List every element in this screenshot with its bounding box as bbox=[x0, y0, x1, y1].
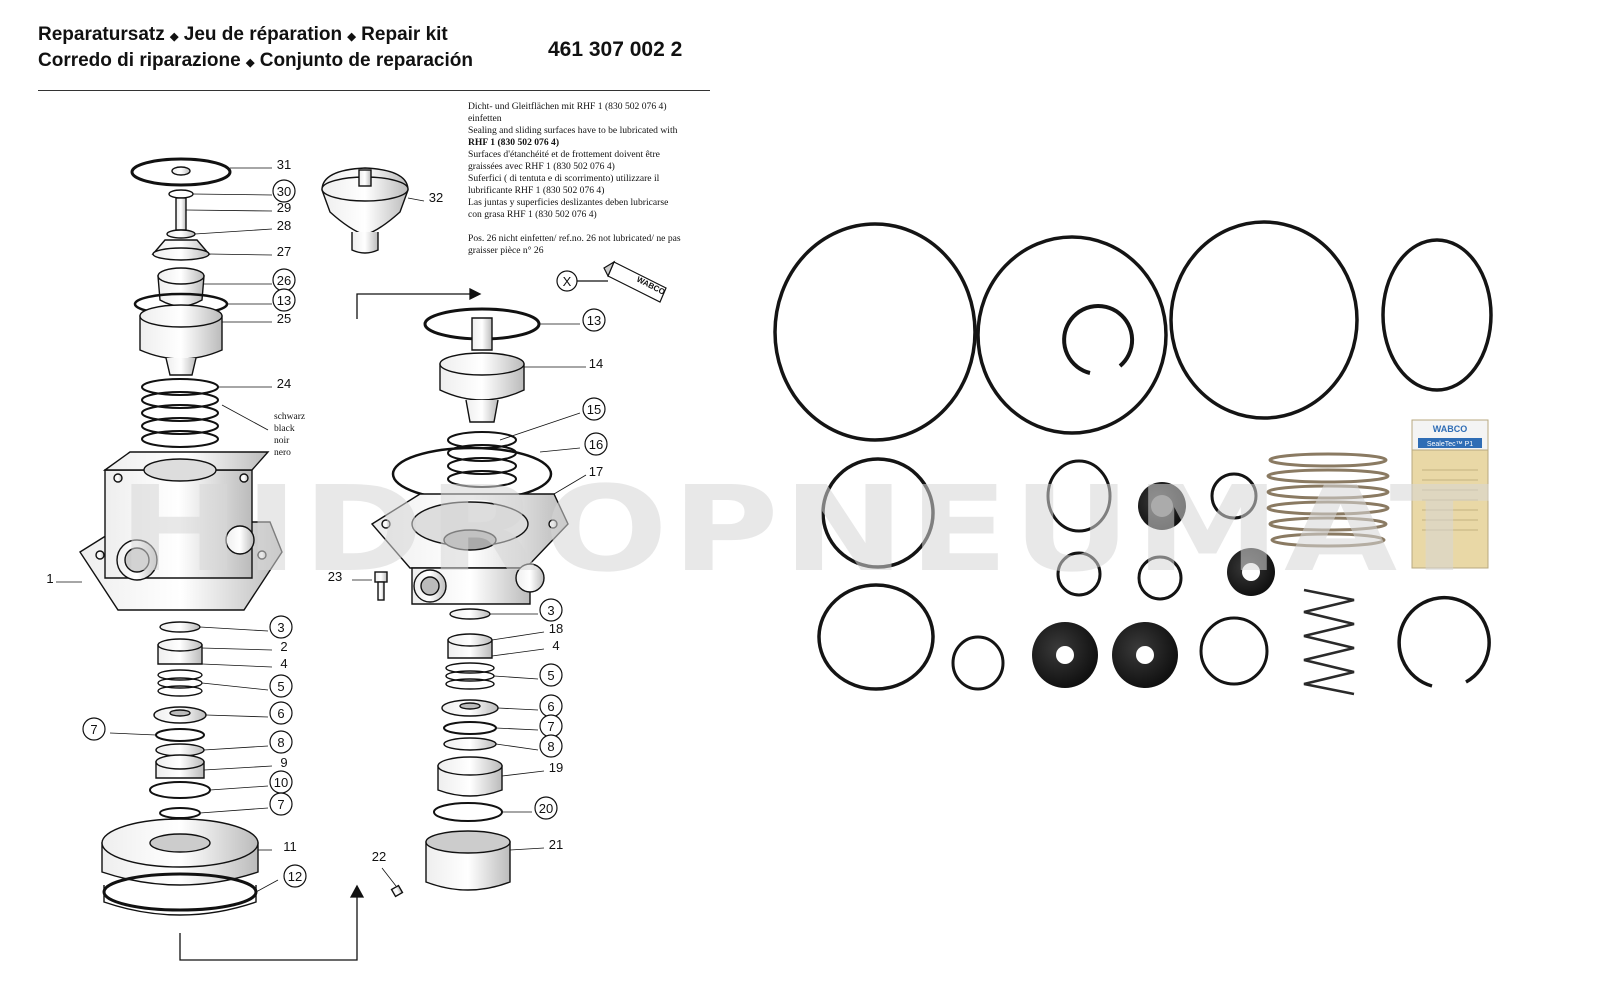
callout-left-circle-1 bbox=[272, 179, 296, 203]
svg-text:black: black bbox=[274, 424, 295, 434]
svg-text:WABCO: WABCO bbox=[1433, 424, 1468, 434]
circlip-large bbox=[1397, 595, 1491, 688]
callout-left-19: 7 bbox=[277, 797, 284, 812]
right-callouts: 32 13 14 15 16 17 23 3 18 4 5 6 7 8 19 20 21 22 bbox=[328, 190, 608, 864]
callout-right-circle-1 bbox=[582, 308, 606, 332]
svg-text:X: X bbox=[563, 274, 572, 289]
callout-left-4: 27 bbox=[277, 244, 291, 259]
svg-text:schwarz: schwarz bbox=[274, 412, 305, 422]
o-ring-small-3 bbox=[1056, 551, 1102, 597]
o-ring-large-2 bbox=[976, 235, 1168, 435]
callout-left-5: 26 bbox=[277, 273, 291, 288]
lubrication-note: Dicht- und Gleitflächen mit RHF 1 (830 5… bbox=[468, 101, 718, 257]
callout-right-1: 13 bbox=[587, 313, 601, 328]
callout-right-11: 6 bbox=[547, 699, 554, 714]
callout-right-12: 7 bbox=[547, 719, 554, 734]
o-ring-small-2 bbox=[1210, 472, 1258, 520]
spring-large bbox=[1266, 452, 1390, 548]
callout-right-5: 17 bbox=[589, 464, 603, 479]
callout-left-circle-16 bbox=[269, 730, 293, 754]
o-ring-small-4 bbox=[1137, 555, 1183, 601]
callout-left-circle-19 bbox=[269, 792, 293, 816]
callout-left-1: 30 bbox=[277, 184, 291, 199]
callout-left-circle-6 bbox=[272, 288, 296, 312]
spring-small bbox=[1303, 588, 1355, 696]
callout-right-circle-3 bbox=[582, 397, 606, 421]
callout-right-6: 23 bbox=[328, 569, 342, 584]
left-leaders bbox=[56, 167, 279, 893]
callout-left-15: 7 bbox=[90, 722, 97, 737]
o-ring-mid-1 bbox=[821, 457, 935, 569]
callout-left-circle-10 bbox=[269, 615, 293, 639]
callout-right-circle-10 bbox=[539, 663, 563, 687]
part-number: 461 307 002 2 bbox=[548, 38, 683, 61]
callout-left-circle-15 bbox=[82, 717, 106, 741]
right-stack bbox=[321, 167, 569, 898]
callout-right-17: 22 bbox=[372, 849, 386, 864]
circlip-small bbox=[1062, 304, 1135, 375]
callout-left-3: 28 bbox=[277, 218, 291, 233]
callout-right-3: 15 bbox=[587, 402, 601, 417]
separator: ◆ bbox=[170, 31, 179, 43]
callout-left-18: 10 bbox=[274, 775, 288, 790]
callout-left-2: 29 bbox=[277, 200, 291, 215]
o-ring-large-3 bbox=[1169, 220, 1359, 420]
o-ring-small-6 bbox=[1199, 616, 1269, 686]
svg-text:nero: nero bbox=[274, 448, 291, 458]
flow-arrow bbox=[179, 287, 482, 961]
lubricant-tube: X WABCO bbox=[556, 260, 667, 303]
o-ring-mid-2 bbox=[817, 583, 935, 691]
svg-text:SealeTec™ P1: SealeTec™ P1 bbox=[1427, 441, 1473, 448]
callout-right-13: 8 bbox=[547, 739, 554, 754]
callout-right-15: 20 bbox=[539, 801, 553, 816]
callout-left-8: 24 bbox=[277, 376, 291, 391]
callout-left-7: 25 bbox=[277, 311, 291, 326]
callout-right-10: 5 bbox=[547, 668, 554, 683]
callout-right-circle-4 bbox=[584, 432, 608, 456]
right-leaders bbox=[352, 197, 587, 887]
o-ring-small-5 bbox=[951, 635, 1005, 691]
pos26-note: Pos. 26 nicht einfetten/ ref.no. 26 not … bbox=[468, 233, 681, 244]
spring-color-note: schwarz black noir nero bbox=[274, 412, 305, 458]
callout-right-9: 4 bbox=[552, 638, 559, 653]
callout-left-0: 31 bbox=[277, 157, 291, 172]
callout-left-circle-21 bbox=[283, 864, 307, 888]
left-stack bbox=[79, 157, 283, 916]
callout-left-11: 2 bbox=[280, 639, 287, 654]
callout-left-14: 6 bbox=[277, 706, 284, 721]
kit-photo: WABCO SealeTec™ P1 bbox=[773, 220, 1493, 696]
callout-left-20: 11 bbox=[283, 839, 297, 854]
callout-right-0: 32 bbox=[429, 190, 443, 205]
callout-left-17: 9 bbox=[280, 755, 287, 770]
callout-left-10: 3 bbox=[277, 620, 284, 635]
title-line-1: Reparatursatz ◆ Jeu de réparation ◆ Repa… bbox=[38, 24, 448, 45]
callout-right-16: 21 bbox=[549, 837, 563, 852]
callout-left-13: 5 bbox=[277, 679, 284, 694]
callout-left-9: 1 bbox=[46, 571, 53, 586]
callout-left-12: 4 bbox=[280, 656, 287, 671]
grease-packet: WABCO SealeTec™ P1 bbox=[1411, 419, 1489, 569]
callout-right-8: 18 bbox=[549, 621, 563, 636]
title-line-2: Corredo di riparazione ◆ Conjunto de rep… bbox=[38, 50, 473, 71]
watermark: HIDROPNEUMAT bbox=[118, 460, 1493, 598]
callout-right-7: 3 bbox=[547, 603, 554, 618]
o-ring-small-1 bbox=[1046, 459, 1112, 533]
o-ring-large-1 bbox=[773, 222, 977, 442]
callout-left-16: 8 bbox=[277, 735, 284, 750]
callout-right-circle-15 bbox=[534, 796, 558, 820]
callout-right-2: 14 bbox=[589, 356, 603, 371]
svg-text:noir: noir bbox=[274, 436, 290, 446]
callout-right-circle-7 bbox=[539, 598, 563, 622]
callout-right-circle-13 bbox=[539, 734, 563, 758]
callout-left-circle-13 bbox=[269, 674, 293, 698]
callout-left-6: 13 bbox=[277, 293, 291, 308]
header-divider bbox=[38, 90, 710, 91]
callout-left-21: 12 bbox=[288, 869, 302, 884]
callout-left-circle-14 bbox=[269, 701, 293, 725]
callout-right-14: 19 bbox=[549, 760, 563, 775]
callout-right-4: 16 bbox=[589, 437, 603, 452]
o-ring-large-4 bbox=[1381, 238, 1493, 392]
